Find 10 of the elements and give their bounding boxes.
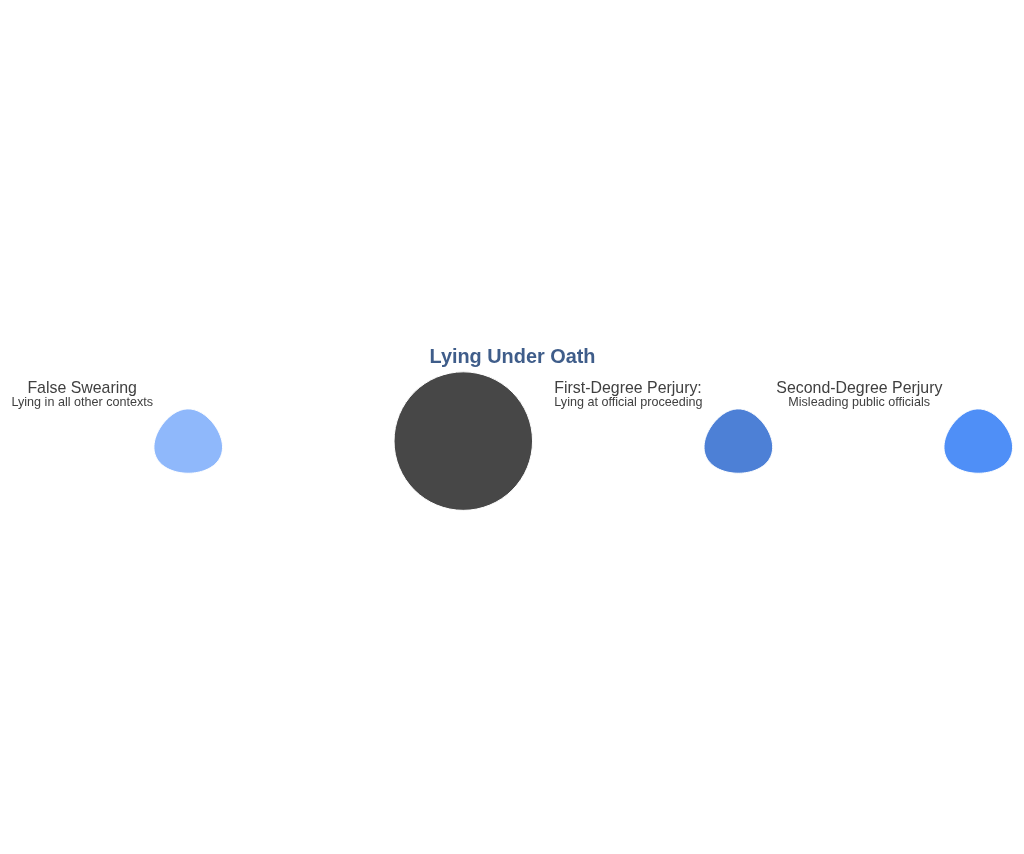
node-label: Second-Degree Perjury	[776, 378, 943, 395]
node-label: False Swearing	[27, 378, 137, 395]
node-label: Lying at official proceeding	[554, 394, 703, 409]
node-teardrop	[943, 407, 1014, 474]
node-teardrop	[703, 407, 774, 474]
node-circle	[393, 370, 534, 511]
node-label: First-Degree Perjury:	[554, 378, 702, 395]
node-label: Misleading public officials	[788, 394, 930, 409]
diagram-title: Lying Under Oath	[429, 344, 596, 367]
node-teardrop	[153, 407, 224, 474]
